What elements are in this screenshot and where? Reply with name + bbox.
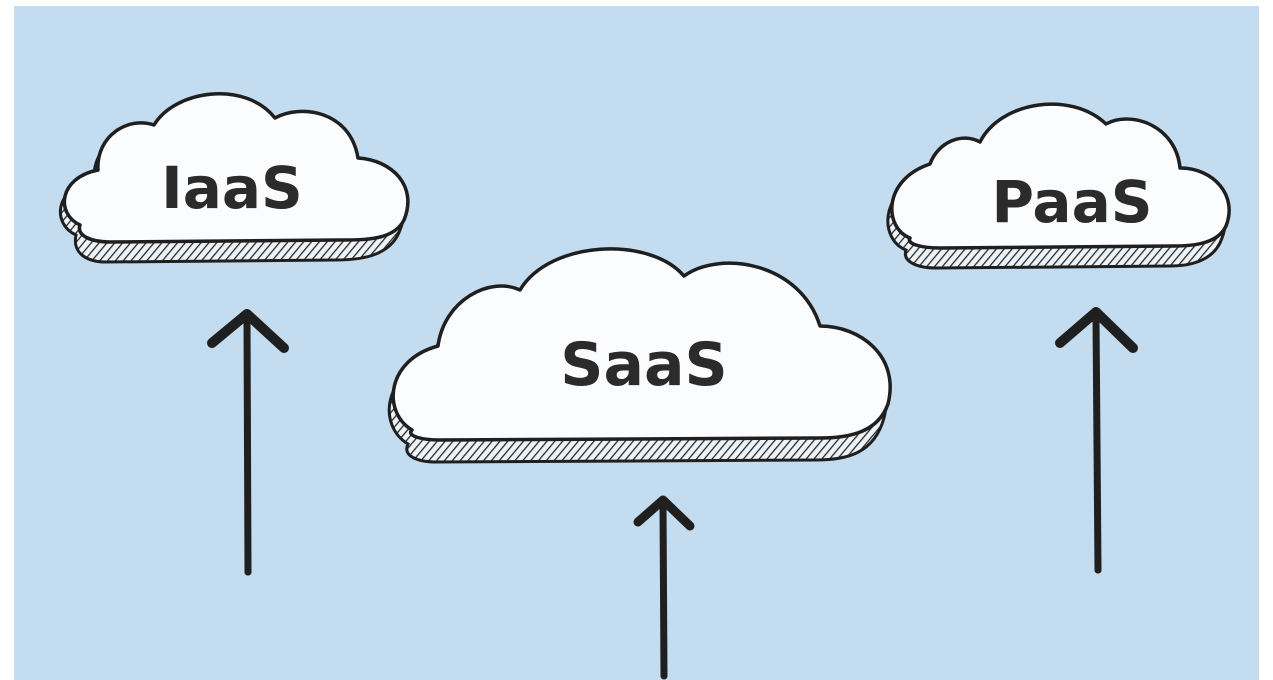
diagram-canvas: IaaS PaaS SaaS	[14, 6, 1259, 680]
arrow-up-icon	[1055, 307, 1138, 574]
iaas-cloud: IaaS	[59, 92, 410, 264]
paas-cloud: PaaS	[886, 102, 1231, 270]
cloud-diagram: IaaS PaaS SaaS	[59, 92, 1231, 680]
iaas-label: IaaS	[161, 154, 303, 222]
arrow-up-icon	[207, 309, 289, 576]
paas-label: PaaS	[991, 168, 1152, 236]
arrow-up-icon	[633, 495, 695, 680]
saas-cloud: SaaS	[387, 247, 892, 464]
saas-label: SaaS	[560, 330, 727, 400]
